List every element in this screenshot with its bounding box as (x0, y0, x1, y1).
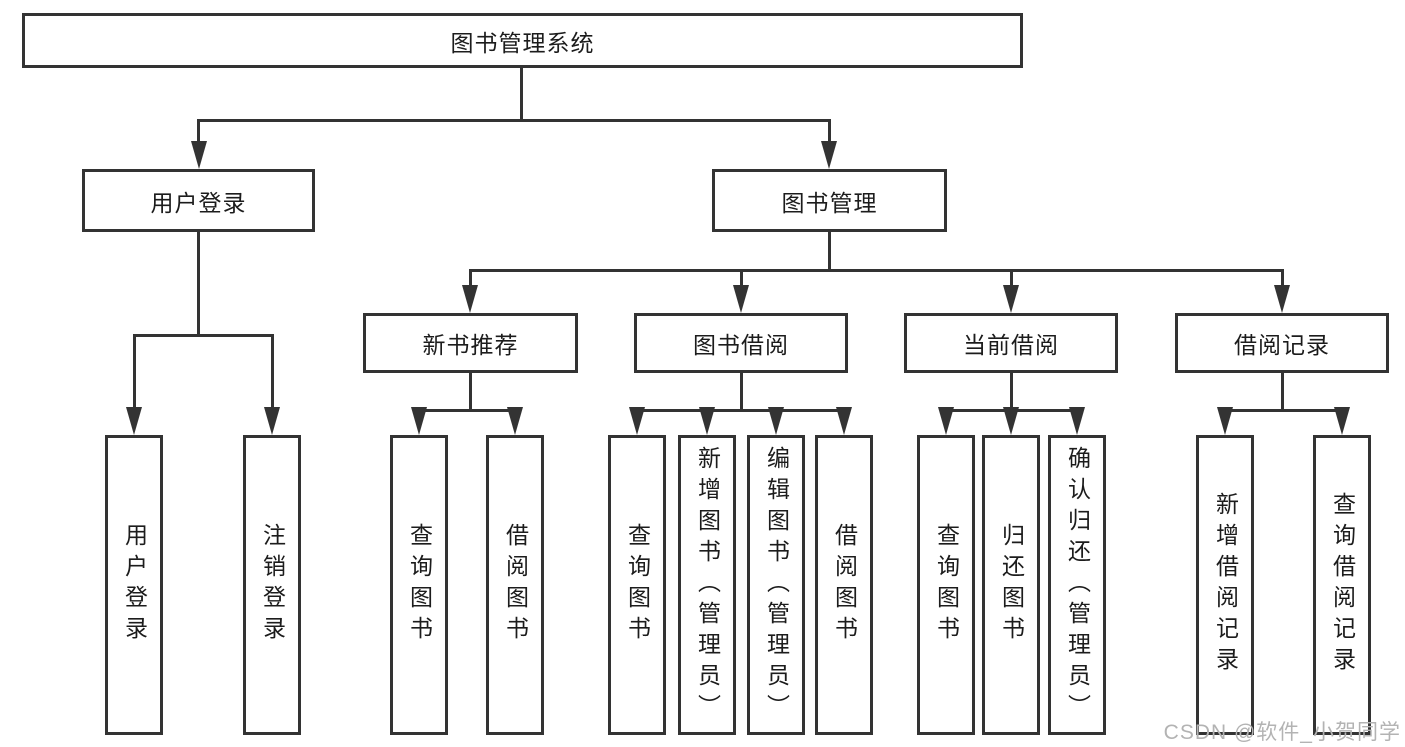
arrowhead-down-icon (126, 407, 142, 435)
node-query-books-current: 查询图书 (917, 435, 975, 735)
arrowhead-down-icon (1334, 407, 1350, 435)
node-new-book-recommend: 新书推荐 (363, 313, 578, 373)
connector-hline (1224, 409, 1343, 412)
node-query-borrow-record-label: 查询借阅记录 (1329, 492, 1356, 678)
node-query-books-current-label: 查询图书 (933, 523, 960, 647)
node-query-books-borrowing: 查询图书 (608, 435, 666, 735)
arrowhead-down-icon (1003, 407, 1019, 435)
node-borrow-records: 借阅记录 (1175, 313, 1389, 373)
csdn-watermark: CSDN @软件_小贺同学 (1163, 721, 1401, 744)
arrowhead-down-icon (629, 407, 645, 435)
node-borrow-books-borrowing-label: 借阅图书 (831, 523, 858, 647)
node-logout-label: 注销登录 (259, 523, 286, 647)
node-borrow-books-recommend-label: 借阅图书 (502, 523, 529, 647)
node-book-borrowing-label: 图书借阅 (693, 332, 789, 358)
node-return-books: 归还图书 (982, 435, 1040, 735)
connector-vline (1281, 269, 1284, 289)
arrowhead-down-icon (191, 141, 207, 169)
connector-vline (740, 269, 743, 289)
node-return-books-label: 归还图书 (998, 523, 1025, 647)
node-edit-book-admin: 编辑图书（管理员） (747, 435, 805, 735)
node-query-borrow-record: 查询借阅记录 (1313, 435, 1371, 735)
connector-hline (133, 334, 274, 337)
node-borrow-records-label: 借阅记录 (1234, 332, 1330, 358)
connector-hline (418, 409, 517, 412)
node-confirm-return-admin-label: 确认归还（管理员） (1064, 445, 1091, 725)
node-query-books-recommend-label: 查询图书 (406, 523, 433, 647)
node-book-borrowing: 图书借阅 (634, 313, 848, 373)
node-current-borrowing-label: 当前借阅 (963, 332, 1059, 358)
node-user-login-group: 用户登录 (82, 169, 315, 232)
node-confirm-return-admin: 确认归还（管理员） (1048, 435, 1106, 735)
connector-vline (1010, 373, 1013, 412)
node-add-book-admin: 新增图书（管理员） (678, 435, 736, 735)
connector-hline (469, 269, 1283, 272)
arrowhead-down-icon (836, 407, 852, 435)
node-new-book-recommend-label: 新书推荐 (422, 332, 519, 358)
arrowhead-down-icon (733, 285, 749, 313)
connector-hline (636, 409, 845, 412)
node-add-borrow-record-label: 新增借阅记录 (1212, 492, 1239, 678)
arrowhead-down-icon (821, 141, 837, 169)
connector-vline (133, 334, 136, 409)
node-logout: 注销登录 (243, 435, 301, 735)
node-user-login-label: 用户登录 (121, 523, 148, 647)
node-root: 图书管理系统 (22, 13, 1023, 68)
node-root-label: 图书管理系统 (450, 29, 595, 56)
node-query-books-borrowing-label: 查询图书 (624, 523, 651, 647)
node-current-borrowing: 当前借阅 (904, 313, 1118, 373)
arrowhead-down-icon (462, 285, 478, 313)
connector-vline (740, 373, 743, 412)
connector-vline (197, 232, 200, 337)
connector-vline (828, 232, 831, 272)
node-book-management: 图书管理 (712, 169, 947, 232)
node-add-borrow-record: 新增借阅记录 (1196, 435, 1254, 735)
arrowhead-down-icon (938, 407, 954, 435)
node-borrow-books-borrowing: 借阅图书 (815, 435, 873, 735)
connector-vline (1281, 373, 1284, 412)
node-query-books-recommend: 查询图书 (390, 435, 448, 735)
arrowhead-down-icon (1217, 407, 1233, 435)
connector-hline (197, 119, 831, 122)
connector-vline (828, 119, 831, 143)
arrowhead-down-icon (1003, 285, 1019, 313)
arrowhead-down-icon (1274, 285, 1290, 313)
arrowhead-down-icon (768, 407, 784, 435)
arrowhead-down-icon (264, 407, 280, 435)
node-add-book-admin-label: 新增图书（管理员） (694, 445, 721, 725)
arrowhead-down-icon (507, 407, 523, 435)
node-book-management-label: 图书管理 (781, 189, 878, 216)
node-borrow-books-recommend: 借阅图书 (486, 435, 544, 735)
connector-vline (1010, 269, 1013, 289)
arrowhead-down-icon (699, 407, 715, 435)
node-user-login: 用户登录 (105, 435, 163, 735)
connector-vline (469, 269, 472, 289)
connector-vline (271, 334, 274, 409)
connector-vline (469, 373, 472, 412)
connector-vline (520, 68, 523, 122)
node-edit-book-admin-label: 编辑图书（管理员） (763, 445, 790, 725)
arrowhead-down-icon (1069, 407, 1085, 435)
node-user-login-group-label: 用户登录 (150, 189, 247, 216)
arrowhead-down-icon (411, 407, 427, 435)
connector-vline (197, 119, 200, 143)
